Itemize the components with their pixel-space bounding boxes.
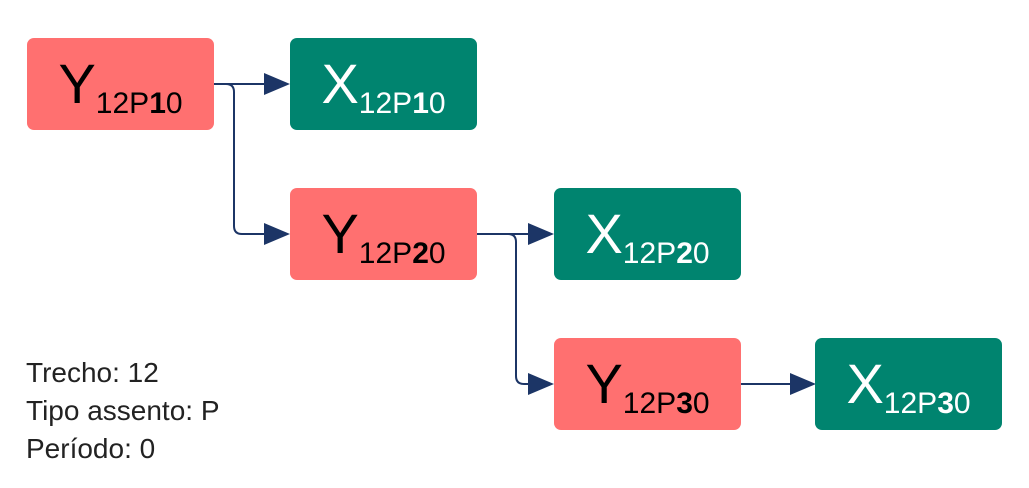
legend-trecho: Trecho: 12 xyxy=(26,357,159,388)
node-x-period-3: X12P30 xyxy=(815,338,1002,430)
arrowhead-y1-y2 xyxy=(264,223,290,245)
arrowhead-y2-y3 xyxy=(528,373,554,395)
node-x-period-2: X12P20 xyxy=(554,188,741,280)
node-x-period-1: X12P10 xyxy=(290,38,477,130)
node-y-period-3: Y12P30 xyxy=(554,338,741,430)
node-x-period-3-label: X12P30 xyxy=(846,352,971,420)
node-y-period-3-label: Y12P30 xyxy=(585,352,710,420)
node-x-period-2-label: X12P20 xyxy=(585,202,710,270)
arrow-y1-y2 xyxy=(214,83,270,235)
node-y-period-2-label: Y12P20 xyxy=(321,202,446,270)
arrow-y2-y3 xyxy=(476,233,534,385)
node-y-period-2: Y12P20 xyxy=(290,188,477,280)
node-y-period-1: Y12P10 xyxy=(27,38,214,130)
legend: Trecho: 12 Tipo assento: P Período: 0 xyxy=(26,354,220,468)
arrowhead-y2-x2 xyxy=(528,223,554,245)
legend-periodo: Período: 0 xyxy=(26,433,156,464)
node-x-period-1-label: X12P10 xyxy=(321,52,446,120)
arrowhead-y3-x3 xyxy=(790,373,816,395)
legend-tipo-assento: Tipo assento: P xyxy=(26,395,220,426)
arrowhead-y1-x1 xyxy=(264,73,290,95)
node-y-period-1-label: Y12P10 xyxy=(58,52,183,120)
